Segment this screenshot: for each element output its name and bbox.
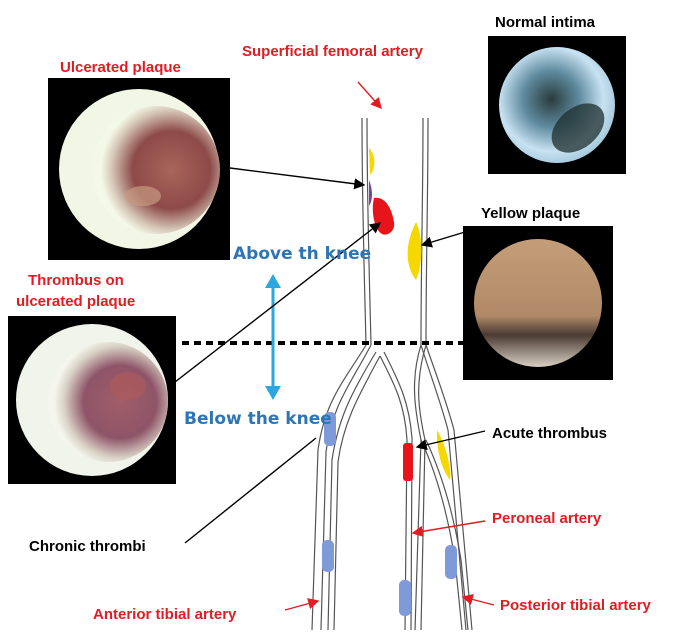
yellow-plaque-upper [369, 148, 375, 175]
label-ulcerated-plaque: Ulcerated plaque [60, 59, 181, 76]
label-posterior-tibial-artery: Posterior tibial artery [500, 597, 651, 614]
pointer-yellow-plaque [420, 231, 466, 248]
pointer-acute-thrombus [415, 430, 486, 451]
label-anterior-tibial-artery: Anterior tibial artery [93, 606, 237, 623]
chronic-thrombus-4 [445, 545, 457, 579]
label-superficial-femoral-artery: Superficial femoral artery [242, 43, 423, 60]
yellow-plaque-photo [463, 226, 613, 380]
chronic-thrombus-2 [322, 540, 334, 572]
pointer-anterior-tibial [284, 598, 320, 611]
yellow-plaque-posterior-tibial [436, 430, 451, 480]
pointer-ulcerated-plaque [229, 167, 366, 190]
pointer-thrombus [174, 222, 382, 383]
label-peroneal-artery: Peroneal artery [492, 510, 602, 527]
label-yellow-plaque: Yellow plaque [481, 205, 581, 222]
yellow-plaque-above-knee [407, 222, 422, 280]
label-chronic-thrombi: Chronic thrombi [29, 538, 146, 555]
pointer-posterior-tibial [461, 594, 495, 606]
thrombus-photo [8, 316, 176, 484]
pointer-chronic-thrombi [184, 437, 317, 544]
label-above-the-knee: Above th knee [233, 244, 372, 264]
label-below-the-knee: Below the knee [184, 409, 332, 429]
normal-intima-photo [488, 36, 626, 174]
chronic-thrombus-3 [399, 580, 411, 616]
pointer-sfa [357, 81, 382, 110]
knee-arrow-icon [265, 274, 281, 400]
ulcerated-plaque-photo [48, 78, 230, 260]
chronic-thrombus-1 [324, 412, 336, 446]
ulcer [369, 180, 372, 206]
thrombus-on-ulcerated-plaque [372, 197, 395, 235]
acute-thrombus [403, 443, 413, 481]
label-acute-thrombus: Acute thrombus [492, 425, 608, 442]
label-normal-intima: Normal intima [495, 14, 596, 31]
label-thrombus-line1: Thrombus on [28, 272, 124, 289]
pointer-peroneal [411, 520, 486, 537]
label-thrombus-line2: ulcerated plaque [16, 293, 136, 310]
